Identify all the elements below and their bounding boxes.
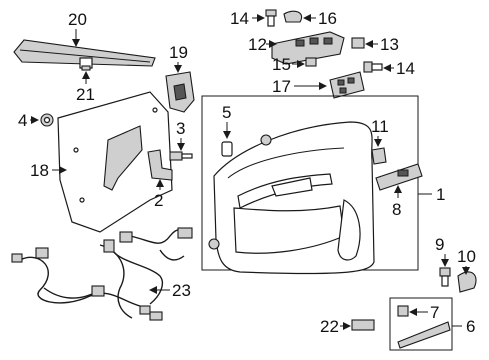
- part-6-trim-strip: [397, 321, 451, 349]
- part-8-handle-bezel: [375, 163, 423, 191]
- callout-6: 6: [466, 317, 475, 336]
- callout-9: 9: [435, 235, 444, 254]
- part-21-clip: [79, 57, 93, 71]
- callout-17: 17: [272, 77, 291, 96]
- part-9-screw: [439, 267, 451, 287]
- part-5-retainer: [221, 141, 233, 157]
- callout-4: 4: [18, 111, 27, 130]
- callout-22: 22: [320, 317, 339, 336]
- callout-14-top: 14: [230, 9, 249, 28]
- callout-10: 10: [457, 247, 476, 266]
- callout-1: 1: [436, 185, 445, 204]
- callout-23: 23: [172, 281, 191, 300]
- part-22-insert: [351, 319, 375, 331]
- part-19-bracket: [165, 71, 195, 113]
- part-23-wiring-harness: [11, 227, 193, 321]
- callout-2: 2: [154, 191, 163, 210]
- part-12-switch-panel: [271, 31, 345, 65]
- part-10-cover: [457, 271, 477, 293]
- part-4-push-pin: [40, 113, 54, 127]
- callout-8: 8: [392, 200, 401, 219]
- part-11-switch-bezel: [371, 147, 387, 165]
- part-15-clip: [305, 57, 317, 67]
- part-2-bracket: [147, 149, 173, 181]
- callout-14-right: 14: [396, 59, 415, 78]
- part-13-switch: [351, 37, 365, 49]
- part-18-water-deflector: [57, 91, 173, 233]
- part-20-weatherstrip: [13, 39, 156, 67]
- part-3-screw: [169, 151, 193, 161]
- callout-7: 7: [430, 303, 439, 322]
- callout-15: 15: [272, 55, 291, 74]
- part-6-box: [389, 297, 453, 351]
- part-1-door-trim-panel: [208, 121, 375, 275]
- callout-16: 16: [318, 9, 337, 28]
- part-16-clip: [283, 10, 302, 23]
- callout-20: 20: [68, 10, 87, 29]
- part-17-switch-assembly: [329, 71, 365, 99]
- part-14-screw-top: [265, 9, 277, 27]
- part-14-screw-right: [363, 61, 383, 73]
- callout-19: 19: [169, 43, 188, 62]
- callout-5: 5: [222, 103, 231, 122]
- callout-12: 12: [248, 35, 267, 54]
- callout-13: 13: [380, 35, 399, 54]
- callout-11: 11: [371, 117, 389, 136]
- callout-18: 18: [30, 161, 49, 180]
- callout-3: 3: [176, 119, 185, 138]
- callout-21: 21: [76, 85, 95, 104]
- part-7-clip: [397, 305, 409, 317]
